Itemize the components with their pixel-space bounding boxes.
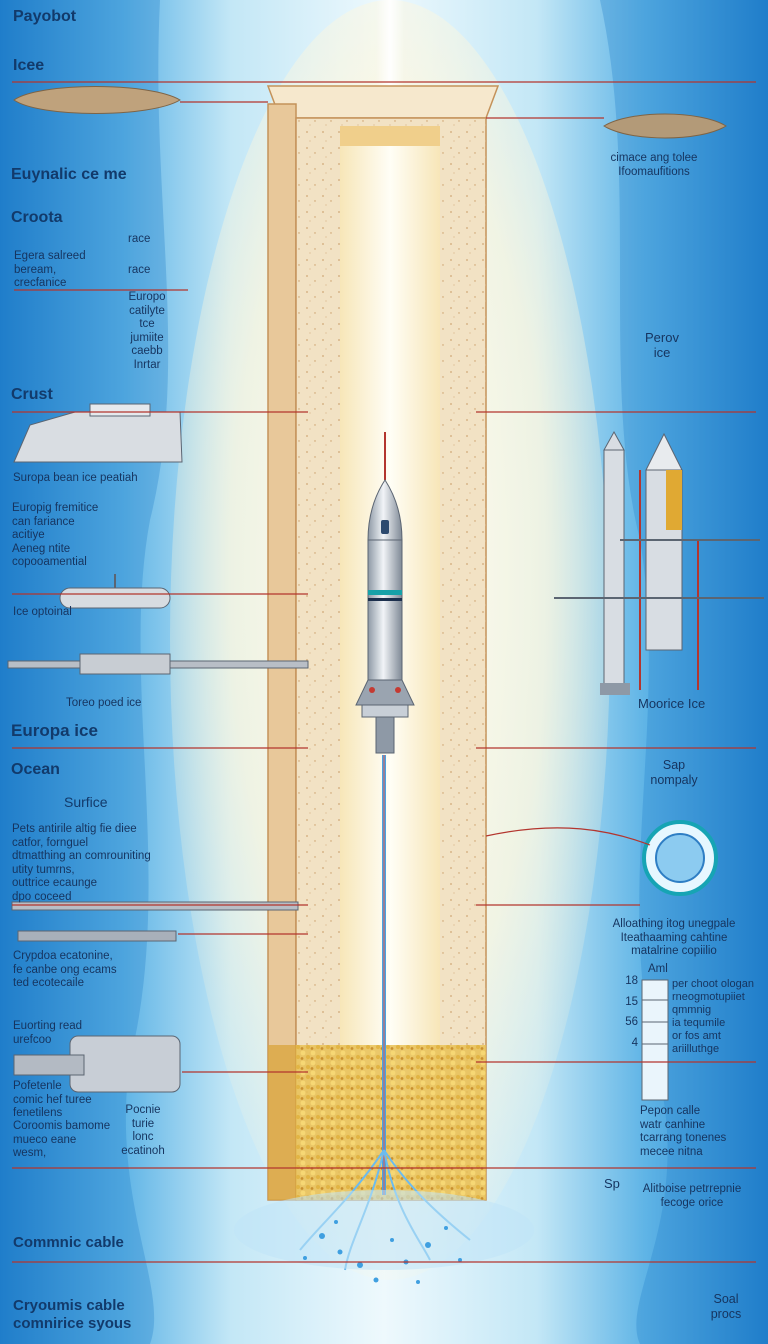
label-coroomis: Coroomis bamome mueco eane wesm, bbox=[13, 1120, 111, 1160]
water-plume bbox=[234, 755, 534, 1284]
label-pofetenle: Pofetenle comic hef turee fenetilens bbox=[13, 1080, 92, 1120]
label-race-1: race bbox=[128, 233, 151, 245]
label-egera: Egera salreed beream, crecfanice bbox=[14, 250, 86, 290]
label-sap: Sap nompaly bbox=[650, 758, 698, 787]
label-aml: Aml bbox=[648, 963, 668, 975]
label-ice-top: Icee bbox=[13, 57, 45, 74]
label-ice-optional: Ice optoinal bbox=[13, 606, 72, 618]
label-surface: Surfice bbox=[64, 794, 108, 810]
scale-tick: 56 bbox=[625, 1016, 638, 1029]
label-payload: Payobot bbox=[13, 8, 77, 25]
label-pets: Pets antirile altig fie diee catfor, for… bbox=[12, 823, 151, 903]
label-eyunalic: Euynalic ce me bbox=[11, 166, 127, 183]
label-race-2: race bbox=[128, 264, 151, 276]
scale-tick: 18 bbox=[625, 975, 638, 987]
label-crust: Crust bbox=[11, 386, 53, 403]
label-euorting: Euorting read urefcoo bbox=[13, 1020, 83, 1046]
label-ocean: Ocean bbox=[11, 761, 60, 778]
left-hardware bbox=[7, 86, 309, 1093]
scale-tick: 15 bbox=[625, 995, 638, 1008]
label-comm-cable: Commnic cable bbox=[13, 1234, 124, 1251]
label-europa-ice-probe: Suropa bean ice peatiah bbox=[13, 472, 138, 484]
label-europa-ice: Europa ice bbox=[11, 721, 98, 740]
label-cryptoa: Crypdoa ecatonine, fe canbe ong ecams te… bbox=[13, 950, 117, 990]
label-soal: Soal procs bbox=[710, 1292, 742, 1321]
label-alitboise: Alitboise petrrepnie fecoge orice bbox=[642, 1183, 742, 1209]
right-hardware bbox=[554, 113, 764, 1101]
label-sp: Sp bbox=[604, 1176, 620, 1191]
depth-scale-ticks: 18 15 56 4 bbox=[612, 975, 638, 1050]
ice-column bbox=[266, 85, 500, 1201]
label-per-choot: per choot ologan rneogmotupiiet qmmnig i… bbox=[672, 978, 754, 1055]
label-pocnie: Pocnie turie lonc ecatinoh bbox=[121, 1104, 165, 1157]
label-europo: Europo catilyte tce jumiite caebb Inrtar bbox=[128, 291, 166, 371]
label-cryomis: Cryoumis cable comnirice syous bbox=[13, 1297, 132, 1332]
label-moorice: Moorice Ice bbox=[638, 696, 706, 711]
label-croota: Croota bbox=[11, 209, 63, 226]
label-cimage: cimace ang tolee Ifoomaufitions bbox=[610, 152, 698, 178]
scale-tick: 4 bbox=[631, 1036, 638, 1049]
probe-rocket bbox=[355, 432, 415, 754]
label-pepon: Pepon calle watr canhine tcarrang tonene… bbox=[640, 1105, 727, 1158]
label-alloathing: Alloathing itog unegpale Iteathaaming ca… bbox=[612, 918, 736, 958]
label-perov: Perov ice bbox=[645, 330, 679, 361]
label-toreo: Toreo poed ice bbox=[66, 697, 142, 709]
label-europig: Europig fremitice can fariance acitiye A… bbox=[12, 502, 99, 569]
leader-lines bbox=[12, 81, 756, 1263]
